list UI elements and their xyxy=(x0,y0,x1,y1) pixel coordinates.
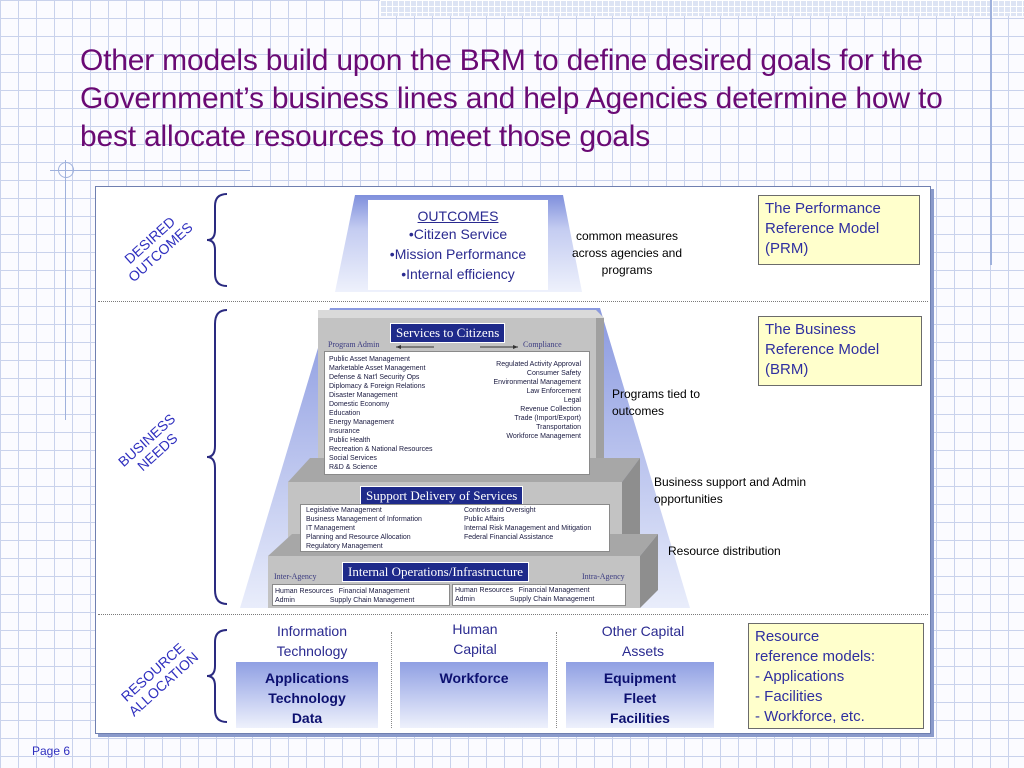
resource-models-line: - Facilities xyxy=(755,688,823,705)
note-business-support: Business support and Admin opportunities xyxy=(654,475,807,506)
note-common-measures: common measures across agencies and prog… xyxy=(571,229,683,277)
ra-box-equipment: Equipment Fleet Facilities xyxy=(566,662,714,728)
inter-agency-list: Human Resources Financial Management Adm… xyxy=(275,588,415,604)
ra-heading-human-capital: Human Capital xyxy=(452,621,498,657)
separator-top xyxy=(98,301,928,302)
tag-compliance: Compliance xyxy=(523,340,562,349)
decorative-horizontal-line xyxy=(50,170,250,171)
tag-inter-agency: Inter-Agency xyxy=(274,572,317,581)
column-divider xyxy=(556,632,557,728)
ra-box-workforce: Workforce xyxy=(400,662,548,728)
ra-heading-it: Information Technology xyxy=(276,623,348,659)
decorative-vertical-line-left xyxy=(65,160,66,420)
support-right-list: Controls and Oversight Public Affairs In… xyxy=(464,507,592,541)
note-resource-distribution: Resource distribution xyxy=(668,544,781,558)
brm-box: The Business Reference Model (BRM) xyxy=(758,316,922,386)
resource-models-line: reference models: xyxy=(755,648,876,665)
intra-agency-box xyxy=(452,584,626,606)
outcomes-box: OUTCOMES •Citizen Service •Mission Perfo… xyxy=(368,200,548,290)
brace-desired-outcomes xyxy=(206,193,228,287)
brace-resource-allocation xyxy=(206,629,228,723)
services-left-list: Public Asset Management Marketable Asset… xyxy=(329,356,433,471)
resource-models-line: - Applications xyxy=(755,668,845,685)
column-divider xyxy=(391,632,392,728)
slide-title: Other models build upon the BRM to defin… xyxy=(80,44,943,153)
ra-heading-other-assets: Other Capital Assets xyxy=(601,623,685,659)
brace-business-needs xyxy=(206,309,228,605)
note-programs-tied: Programs tied to outcomes xyxy=(612,387,701,418)
outcome-item: •Internal efficiency xyxy=(401,266,515,282)
outcome-item: •Citizen Service xyxy=(408,226,508,242)
outcomes-heading: OUTCOMES xyxy=(417,208,499,224)
tag-program-admin: Program Admin xyxy=(328,340,380,349)
services-right-list: Regulated Activity Approval Consumer Saf… xyxy=(493,361,581,440)
page-number: Page 6 xyxy=(32,744,71,758)
resource-models-line: Resource xyxy=(755,628,820,645)
inter-agency-box xyxy=(272,584,450,606)
top-decorative-band xyxy=(380,0,1024,16)
tag-intra-agency: Intra-Agency xyxy=(582,572,625,581)
separator-bottom xyxy=(98,614,928,615)
services-list-box xyxy=(324,351,590,475)
tier-services-label: Services to Citizens xyxy=(390,323,506,343)
tier-support-label: Support Delivery of Services xyxy=(360,486,524,506)
ra-box-applications: Applications Technology Data xyxy=(236,662,378,728)
resource-models-box: Resource reference models: - Application… xyxy=(748,623,924,729)
support-left-list: Legislative Management Business Manageme… xyxy=(306,507,422,550)
intra-agency-list: Human Resources Financial Management Adm… xyxy=(455,587,595,603)
resource-models-line: - Workforce, etc. xyxy=(755,708,865,725)
prm-box: The Performance Reference Model (PRM) xyxy=(758,195,920,265)
support-list-box xyxy=(300,504,610,552)
decorative-vertical-line xyxy=(990,0,992,265)
outcome-item: •Mission Performance xyxy=(389,246,527,262)
tier-internal-label: Internal Operations/Infrastructure xyxy=(342,562,530,582)
decorative-ring-icon xyxy=(58,162,74,178)
